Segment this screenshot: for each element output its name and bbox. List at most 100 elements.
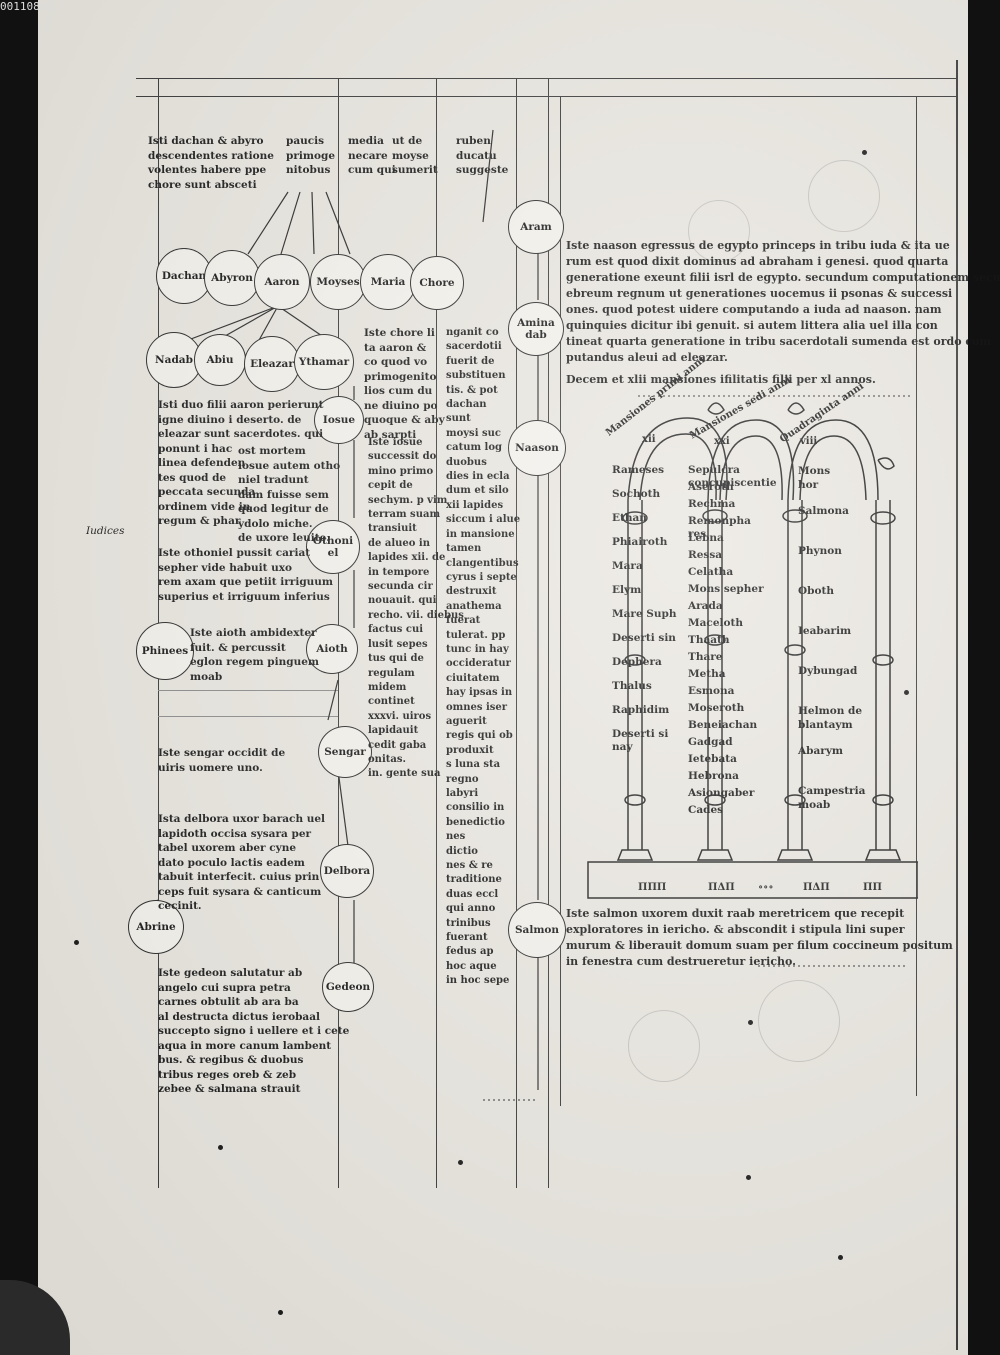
mansion-name: Phiairoth <box>612 536 668 548</box>
mansion-name: Dybungad <box>798 665 858 677</box>
medallion-gedeon: Gedeon <box>322 962 374 1012</box>
text-paucis: paucis primoge nitobus <box>286 135 335 176</box>
medallion-phinees: Phinees <box>136 622 194 680</box>
mansion-name: Arada <box>688 600 723 612</box>
ruling-right <box>916 96 917 1096</box>
medallion-moyses: Moyses <box>310 254 366 310</box>
text-ut-de: ut de moyse sumerit <box>392 135 438 176</box>
mansion-name: Hebrona <box>688 770 739 782</box>
mansion-name: Rameses <box>612 464 665 476</box>
dot <box>746 1175 751 1180</box>
genealogy-lines <box>145 129 913 1101</box>
medallion-eleazar: Eleazar <box>244 336 300 392</box>
dot <box>838 1255 843 1260</box>
svg-text:ΠΔΠ: ΠΔΠ <box>708 882 735 893</box>
medallion-othoniel: Othoni el <box>306 520 360 574</box>
medallion-abrine: Abrine <box>128 900 184 954</box>
text-media: media necare cum qui <box>348 135 396 176</box>
mansion-name: Beneiachan <box>688 719 758 731</box>
mansion-name: Thalus <box>612 680 652 692</box>
ruling-col5 <box>548 78 550 1188</box>
ref-number: 00110891 <box>0 0 53 13</box>
medallion-dachan: Dachan <box>156 248 212 304</box>
text-othoniel: Iste othoniel pussit cariat sepher vide … <box>158 547 334 603</box>
faint-circle <box>808 160 880 232</box>
dot <box>748 1020 753 1025</box>
svg-text:∘∘∘: ∘∘∘ <box>758 882 774 893</box>
ruling-page-right <box>956 60 958 1350</box>
mansion-name: Metha <box>688 668 726 680</box>
medallion-ythamar: Ythamar <box>294 334 354 390</box>
mansion-name: Mons hor <box>798 465 831 491</box>
medallion-naason: Naason <box>508 420 566 476</box>
mansion-name: Campestria moab <box>798 785 866 811</box>
faint-circle <box>628 1010 700 1082</box>
mansion-name: Ethan <box>612 512 647 524</box>
mansion-name: Rechma <box>688 498 736 510</box>
mansion-name: Helmon de blantaym <box>798 705 863 731</box>
mansion-name: Asiongaber <box>688 787 755 799</box>
mansion-name: Deserti si nay <box>612 728 669 753</box>
text-gedeon: Iste gedeon salutatur ab angelo cui supr… <box>158 967 350 1095</box>
text-post-mortem: ost mortem iosue autem otho niel tradunt… <box>238 445 341 544</box>
mansion-name: Salmona <box>798 505 849 517</box>
mansion-name: Aseroth <box>688 481 734 493</box>
ruling-top <box>136 78 956 80</box>
text-dachan-abyron: Isti dachan & abyro descendentes ratione… <box>148 135 274 191</box>
medallion-maria: Maria <box>360 254 416 310</box>
mansion-name: Cades <box>688 804 724 816</box>
ruling-right-area <box>560 96 561 1106</box>
mansion-name: Celatha <box>688 566 734 578</box>
medallion-chore: Chore <box>410 256 464 310</box>
text-josue: Iste iosue successit do mino primo cepit… <box>368 437 464 780</box>
text-mansions-title: Decem et xlii mansiones ifilitatis filii… <box>566 373 876 386</box>
ruling-col3 <box>436 78 438 1188</box>
ruling-mid-h2 <box>158 716 338 717</box>
medallion-salmon: Salmon <box>508 902 566 958</box>
text-chore: Iste chore li ta aaron & co quod vo prim… <box>364 327 445 441</box>
medallion-aaron: Aaron <box>254 254 310 310</box>
mansion-name: Sochoth <box>612 488 661 500</box>
ruling-top2 <box>136 96 956 97</box>
medallion-abiu: Abiu <box>194 334 246 386</box>
dot <box>862 150 867 155</box>
text-ruben: ruben ducatu suggeste <box>456 135 509 176</box>
medallion-aioth: Aioth <box>306 624 358 674</box>
mansion-name: Moseroth <box>688 702 745 714</box>
text-delbora: Ista delbora uxor barach uel lapidoth oc… <box>158 813 326 912</box>
margin-note: Iudices <box>86 525 125 537</box>
mansion-name: Maceloth <box>688 617 743 629</box>
medallion-aminadab: Amina dab <box>508 302 564 356</box>
mansion-name: Ietebata <box>688 753 737 765</box>
svg-text:ΠΠΠ: ΠΠΠ <box>638 882 666 893</box>
text-sons-note: Isti duo filii aaron perierunt igne diui… <box>158 399 324 527</box>
faint-circle <box>758 980 840 1062</box>
medallion-josue: Iosue <box>314 396 364 444</box>
mansion-name: Sepulcra concupiscentie <box>688 464 777 489</box>
dot <box>278 1310 283 1315</box>
mansion-name: Elym <box>612 584 642 596</box>
medallion-aram: Aram <box>508 200 564 254</box>
dot <box>218 1145 223 1150</box>
medallion-abyron: Abyron <box>204 250 260 306</box>
mansion-name: Thare <box>688 651 723 663</box>
mansion-name: Deserti sin <box>612 632 676 644</box>
ruling-col4 <box>516 78 518 1188</box>
arch-numeral-3: viii <box>800 436 818 447</box>
text-salmon: Iste salmon uxorem duxit raab meretricem… <box>566 907 953 968</box>
text-col4: nganit co sacerdotii fuerit de substitue… <box>446 327 521 987</box>
mansion-name: Lebna <box>688 532 724 544</box>
mansion-name: Oboth <box>798 585 834 597</box>
ruling-mid-h1 <box>158 690 338 691</box>
faint-circle <box>688 200 750 262</box>
mansion-name: Thaath <box>688 634 730 646</box>
mansion-name: Mara <box>612 560 643 572</box>
text-sengar: Iste sengar occidit de uiris uomere uno. <box>158 747 286 774</box>
medallion-sengar: Sengar <box>318 726 372 778</box>
mansion-name: Esmona <box>688 685 735 697</box>
manuscript-page: Isti dachan & abyro descendentes ratione… <box>38 0 1000 1355</box>
mansion-name: Ressa <box>688 549 723 561</box>
mansion-name: Abarym <box>798 745 844 757</box>
